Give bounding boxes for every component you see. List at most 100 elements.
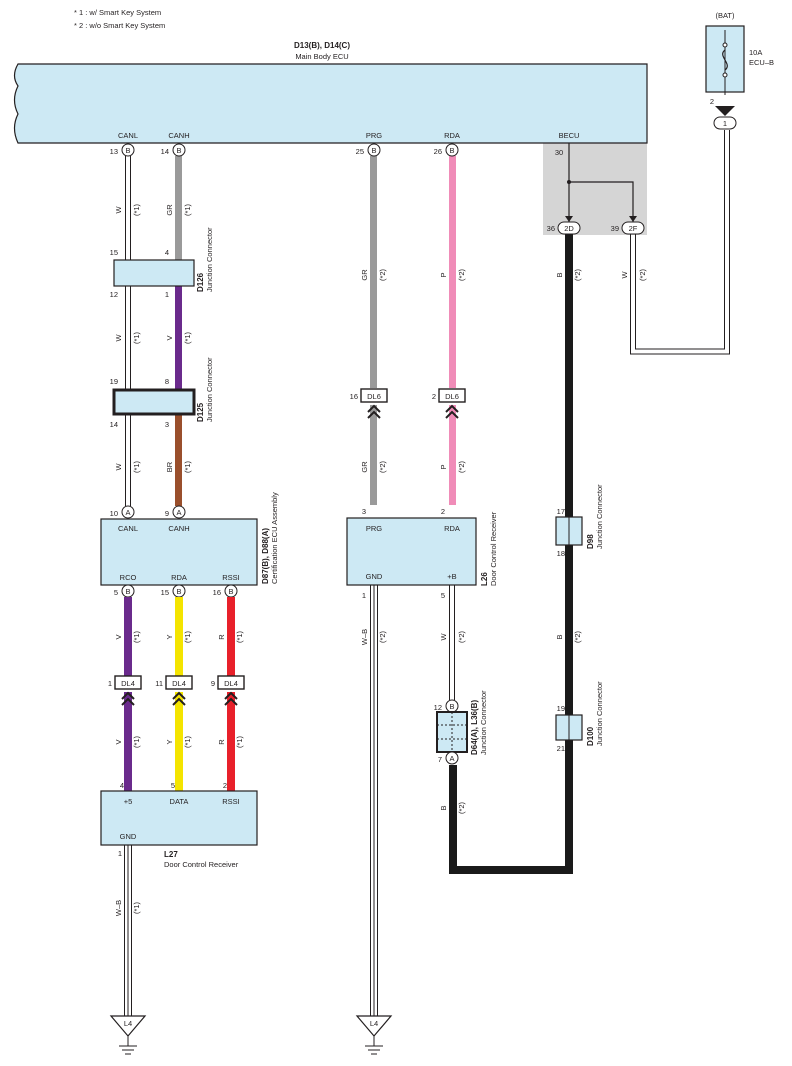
becu-right-connector	[621, 221, 645, 235]
l26-label-plus-b: +B	[447, 572, 456, 581]
fuse-pin: 2	[710, 97, 714, 106]
d64-pin-top: 12	[434, 703, 442, 712]
fuse-terminal-top	[722, 42, 728, 48]
ecu-pin-canh-conn: B	[176, 146, 181, 155]
label-n1-7: (*1)	[132, 630, 141, 643]
becu-arrow-right	[629, 216, 637, 222]
ground-right: L4	[355, 1015, 393, 1055]
label-n2-5: (*2)	[378, 460, 387, 473]
wire-labels: W (*1) GR (*1) GR (*2) P (*2) B (*2) W (…	[114, 203, 647, 916]
d98-code: D98	[586, 534, 595, 549]
d64-code: D64(A), L36(B)	[470, 700, 479, 755]
l26-pin-prg-num: 3	[362, 507, 366, 516]
d64-conn-top: B	[449, 702, 454, 711]
junction-connector-d100: 19 21 D100 Junction Connector	[555, 681, 604, 753]
cert-in-canl-conn: A	[125, 508, 130, 517]
dl6-pin-rda: 2	[432, 392, 436, 401]
wire-rda-pink	[449, 156, 456, 388]
dl6-rda-arrow-icon	[445, 404, 459, 419]
wire-rda-pink-lower	[449, 405, 456, 505]
cert-label-rda: RDA	[171, 573, 187, 582]
dl6-prg-arrow-icon	[367, 404, 381, 419]
label-n2-10: (*2)	[457, 801, 466, 814]
label-n2-8: (*2)	[378, 630, 387, 643]
label-gr-3: GR	[360, 461, 369, 473]
wire-fuse-white	[630, 130, 730, 355]
dl6-pin-prg: 16	[350, 392, 358, 401]
label-w-4: W	[114, 463, 123, 471]
d100-name: Junction Connector	[595, 681, 604, 746]
l26-pin-plus-b-num: 5	[441, 591, 445, 600]
d64-name: Junction Connector	[479, 690, 488, 755]
cert-ecu-box	[100, 518, 258, 586]
ecu-pin-rda-label: RDA	[444, 131, 460, 140]
cert-label-canl: CANL	[118, 524, 138, 533]
ecu-pin-canh-label: CANH	[168, 131, 189, 140]
dl4-arrow-1-icon	[121, 691, 135, 706]
ecu-pin-becu-num: 30	[555, 148, 563, 157]
label-gr-2: GR	[360, 269, 369, 281]
l27-label-data: DATA	[170, 797, 189, 806]
label-y-2: Y	[165, 739, 174, 744]
ecu-pin-prg-label: PRG	[366, 131, 382, 140]
ecu-pin-prg-circle	[367, 143, 381, 157]
becu-right-conn: 2F	[629, 224, 638, 233]
label-gr-1: GR	[165, 204, 174, 216]
cert-ecu-code: D87(B), D88(A)	[261, 528, 270, 584]
becu-left-conn: 2D	[564, 224, 574, 233]
ecu-pin-canl-num: 13	[110, 147, 118, 156]
cert-in-canl-num: 10	[110, 509, 118, 518]
cert-in-canh-num: 9	[165, 509, 169, 518]
l26-pin-gnd-num: 1	[362, 591, 366, 600]
ground-left: L4	[109, 1015, 147, 1055]
becu-left-num: 36	[547, 224, 555, 233]
label-n1-10: (*1)	[132, 735, 141, 748]
wire-canh-brown	[175, 414, 182, 506]
label-y-1: Y	[165, 634, 174, 639]
certification-ecu: 10 A 9 A CANL CANH RCO RDA RSSI 5 B 15 B…	[100, 492, 279, 598]
junction-connector-d64: 12 B 7 A D64(A), L36(B) Junction Connect…	[434, 690, 488, 765]
label-n1-12: (*1)	[235, 735, 244, 748]
l27-label-rssi: RSSI	[222, 797, 240, 806]
label-n1-9: (*1)	[235, 630, 244, 643]
l27-label-plus5: +5	[124, 797, 133, 806]
cert-out-rda-num: 15	[161, 588, 169, 597]
cert-out-rssi-conn: B	[228, 587, 233, 596]
cert-out-rssi-num: 16	[213, 588, 221, 597]
d98-name: Junction Connector	[595, 484, 604, 549]
wire-l26-plusb	[449, 585, 455, 700]
wire-canh-violet	[175, 286, 182, 390]
d100-code: D100	[586, 726, 595, 746]
ecu-pin-canh-circle	[172, 143, 186, 157]
d125-name: Junction Connector	[205, 357, 214, 422]
ecu-pin-canl-label: CANL	[118, 131, 138, 140]
wire-l26-gnd	[370, 585, 378, 1018]
becu-splice	[567, 180, 571, 184]
d64-conn-bottom: A	[449, 754, 454, 763]
label-n1-4: (*1)	[183, 331, 192, 344]
l26-pin-rda-num: 2	[441, 507, 445, 516]
d98-pin-top: 17	[557, 507, 565, 516]
label-wb-1: W–B	[360, 629, 369, 645]
wire-canl-white	[125, 156, 131, 506]
label-v-3: V	[114, 739, 123, 744]
d126-pin-bottom-right: 1	[165, 290, 169, 299]
d126-pin-bottom-left: 12	[110, 290, 118, 299]
fuse-icon	[722, 49, 728, 71]
wire-canh-gray	[175, 156, 182, 260]
label-n1-8: (*1)	[183, 630, 192, 643]
l27-pin-rssi-num: 2	[223, 781, 227, 790]
note-no-smart-key: * 2 : w/o Smart Key System	[74, 21, 165, 30]
ecu-pin-canl-circle	[121, 143, 135, 157]
d126-pin-top-left: 15	[110, 248, 118, 257]
door-control-receiver-l26: 3 2 PRG RDA GND +B 1 5 L26 Door Control …	[346, 507, 498, 600]
label-n2-4: (*2)	[638, 268, 647, 281]
ecu-pin-canl-conn: B	[125, 146, 130, 155]
door-control-receiver-l27: 4 5 2 +5 DATA RSSI GND 1 L27 Door Contro…	[100, 781, 258, 869]
fuse-terminal-bottom	[722, 72, 728, 78]
label-v-1: V	[165, 335, 174, 340]
dl4-arrow-3-icon	[224, 691, 238, 706]
label-n2-3: (*2)	[573, 268, 582, 281]
junction-connector-d98: 17 18 D98 Junction Connector	[555, 484, 604, 558]
ground-right-label: L4	[370, 1019, 378, 1028]
